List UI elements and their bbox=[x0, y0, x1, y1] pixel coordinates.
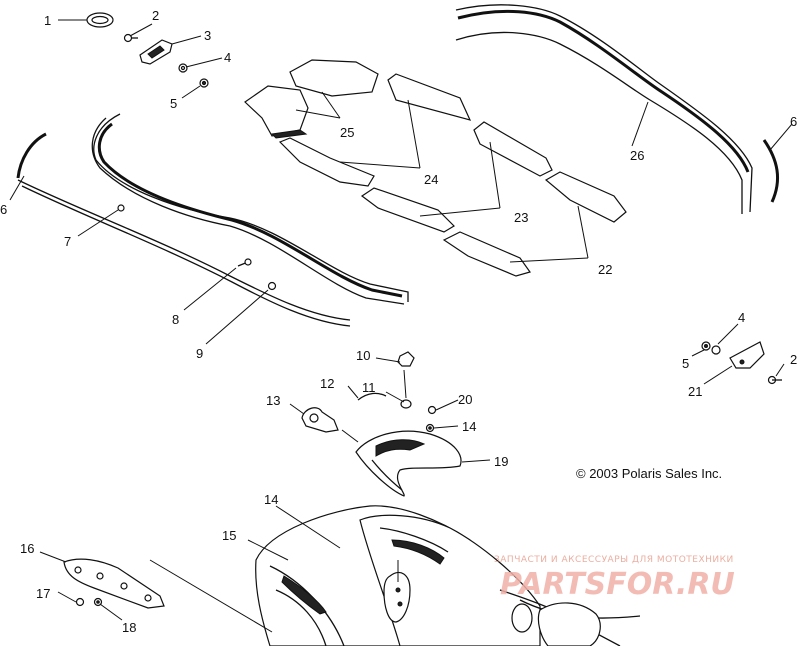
callout-2-right: 2 bbox=[790, 352, 797, 367]
rail-part-main-left bbox=[91, 113, 409, 305]
callout-12: 12 bbox=[320, 376, 334, 391]
bracket-part-13 bbox=[301, 407, 339, 433]
emblem-part-1 bbox=[86, 12, 114, 28]
screw-part-2-right bbox=[767, 375, 782, 385]
callout-22: 22 bbox=[598, 262, 612, 277]
leader-lines bbox=[9, 19, 793, 633]
callout-9: 9 bbox=[196, 346, 203, 361]
cable-part-12 bbox=[357, 392, 387, 401]
callout-6-left: 6 bbox=[0, 202, 7, 217]
callout-7: 7 bbox=[64, 234, 71, 249]
callout-5-right: 5 bbox=[682, 356, 689, 371]
callout-18: 18 bbox=[122, 620, 136, 635]
callout-14: 14 bbox=[462, 419, 476, 434]
callout-8: 8 bbox=[172, 312, 179, 327]
callout-11: 11 bbox=[362, 380, 376, 395]
rail-part-26 bbox=[455, 4, 753, 214]
watermark-logo: PARTSFOR.RU bbox=[500, 567, 735, 602]
nut-part-4 bbox=[178, 63, 188, 73]
callout-24: 24 bbox=[424, 172, 438, 187]
callout-21: 21 bbox=[688, 384, 702, 399]
callout-16: 16 bbox=[20, 541, 34, 556]
callout-23: 23 bbox=[514, 210, 528, 225]
latch-part-21 bbox=[729, 341, 765, 369]
watermark-tagline: ЗАПЧАСТИ И АКСЕССУАРЫ ДЛЯ МОТОТЕХНИКИ bbox=[494, 555, 734, 565]
callout-3: 3 bbox=[204, 28, 211, 43]
latch-part-3 bbox=[139, 39, 173, 65]
callout-14-bottom: 14 bbox=[264, 492, 278, 507]
decal-part-23 bbox=[360, 121, 553, 233]
screw-part-7 bbox=[117, 204, 125, 212]
screw-part-17 bbox=[75, 597, 85, 607]
callout-20: 20 bbox=[458, 392, 472, 407]
handle-part-19 bbox=[355, 430, 462, 497]
callout-17: 17 bbox=[36, 586, 50, 601]
callout-15: 15 bbox=[222, 528, 236, 543]
decal-part-24 bbox=[278, 73, 472, 187]
washer-part-18 bbox=[93, 597, 103, 607]
screw-part-20 bbox=[427, 405, 437, 415]
washer-part-5 bbox=[199, 78, 209, 88]
nut-part-4-right bbox=[711, 345, 721, 355]
trim-part-6-left bbox=[16, 132, 351, 327]
bracket-part-16 bbox=[63, 558, 165, 609]
screw-part-2 bbox=[123, 33, 138, 43]
callout-25: 25 bbox=[340, 125, 354, 140]
callout-labels: 1 2 3 4 5 25 24 23 22 26 6 6 7 8 9 4 5 2… bbox=[0, 8, 797, 635]
screw-part-9 bbox=[267, 281, 277, 291]
trim-part-6-right bbox=[762, 139, 779, 203]
callout-4-right: 4 bbox=[738, 310, 745, 325]
copyright-text: © 2003 Polaris Sales Inc. bbox=[576, 466, 722, 481]
washer-part-5-right bbox=[701, 341, 711, 351]
callout-6-right: 6 bbox=[790, 114, 797, 129]
callout-4: 4 bbox=[224, 50, 231, 65]
washer-part-14 bbox=[425, 423, 435, 433]
callout-13: 13 bbox=[266, 393, 280, 408]
watermark: ЗАПЧАСТИ И АКСЕССУАРЫ ДЛЯ МОТОТЕХНИКИ PA… bbox=[494, 555, 735, 602]
decal-part-25 bbox=[244, 59, 379, 139]
callout-1: 1 bbox=[44, 13, 51, 28]
callout-2: 2 bbox=[152, 8, 159, 23]
callout-5: 5 bbox=[170, 96, 177, 111]
screw-part-8 bbox=[237, 258, 252, 267]
callout-10: 10 bbox=[356, 348, 370, 363]
callout-26: 26 bbox=[630, 148, 644, 163]
nut-part-10 bbox=[397, 351, 415, 367]
decal-part-22 bbox=[442, 171, 627, 277]
callout-19: 19 bbox=[494, 454, 508, 469]
hull-part-14 bbox=[359, 514, 641, 646]
